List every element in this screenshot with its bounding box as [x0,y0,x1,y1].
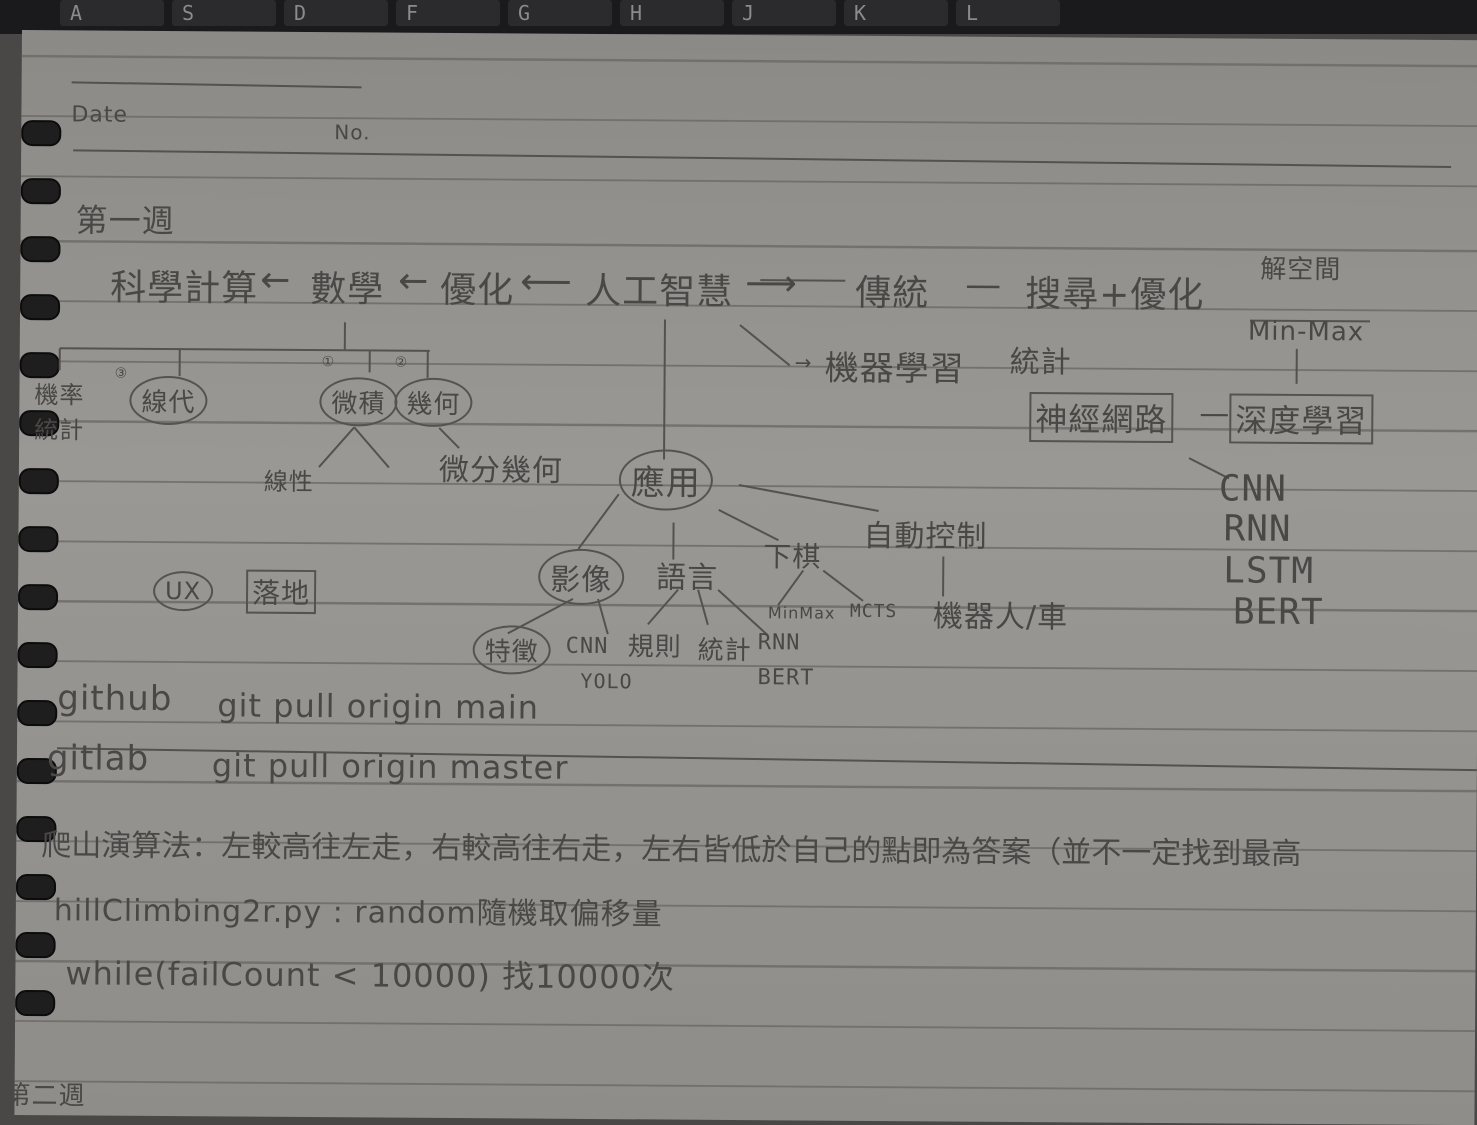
dash-icon: — [1199,396,1230,431]
node-calculus: 微積 [319,377,397,427]
git-github: github [57,678,172,719]
dash-icon: — [965,265,1002,306]
node-diff-geometry: 微分幾何 [439,445,563,490]
key: A [60,0,164,26]
arrow-left-icon: ← [398,261,429,302]
dl-model: BERT [1233,591,1324,633]
arrow-left-icon: ⟵ [520,261,573,302]
node-yolo: YOLO [580,669,632,693]
git-github-command: git pull origin main [217,686,539,726]
key: L [956,0,1060,26]
node-linear: 線性 [264,462,314,497]
arrow-left-icon: ← [260,260,291,301]
node-image: 影像 [538,549,624,606]
node-machine-learning: 機器學習 [825,341,965,391]
node-applications: 應用 [619,449,713,511]
node-ux: UX [153,571,213,611]
key: J [732,0,836,26]
hill-climbing-loop: while(failCount < 10000) 找10000次 [65,948,675,998]
node-auto-control: 自動控制 [863,511,987,556]
node-optimize: 優化 [440,261,514,314]
node-chess: 下棋 [763,535,821,575]
node-features: 特徵 [473,625,551,675]
node-sci-computing: 科學計算 [110,259,258,312]
node-neural-network: 神經網路 [1029,392,1173,443]
node-mcts: MCTS [850,601,898,622]
next-week-title: 第二週 [4,1075,85,1113]
node-rnn: RNN [758,630,801,655]
key: H [620,0,724,26]
node-linear-algebra: 線代 [129,376,207,426]
node-ai: 人工智慧 [585,262,733,315]
hill-climbing-note: 爬山演算法：左較高往左走，右較高往右走，左右皆低於自己的點即為答案（並不一定找到… [41,820,1301,873]
dl-model: LSTM [1223,550,1314,592]
node-robot-car: 機器人/車 [933,591,1068,636]
page-title: 第一週 [76,195,175,242]
git-gitlab: gitlab [47,738,150,779]
git-gitlab-command: git pull origin master [212,746,569,786]
number-badge: ② [395,355,409,371]
node-minmax-chess: MinMax [768,603,836,622]
node-statistics: 統計 [1010,337,1072,381]
key: F [396,0,500,26]
date-label: Date [71,102,128,127]
dl-model: RNN [1223,508,1291,549]
node-bert: BERT [757,665,814,690]
node-traditional: 傳統 [855,264,929,317]
node-search-opt: 搜尋+優化 [1025,265,1205,318]
notebook-page: Date No. 第一週 科學計算 ← 數學 ← 優化 ⟵ 人工智慧 ⟶ 傳統 … [14,30,1477,1125]
node-minmax: Min-Max [1248,317,1364,348]
key: G [508,0,612,26]
node-stats-lang: 統計 [698,630,752,667]
node-rules: 規則 [628,626,682,663]
node-prob-stats: 機率統計 [34,375,94,445]
arrow-right-icon: ⟶ [745,263,798,304]
keyboard-strip: A S D F G H J K L [0,0,1477,34]
node-language: 語言 [656,552,718,596]
node-cnn: CNN [566,634,609,659]
hill-climbing-file: hillClimbing2r.py : random隨機取偏移量 [54,885,663,933]
number-badge: ① [322,354,336,370]
node-deep-learning: 深度學習 [1229,393,1373,444]
key: K [844,0,948,26]
dl-model: CNN [1219,468,1287,509]
node-geometry: 幾何 [394,378,472,428]
key: D [284,0,388,26]
arrow-right-icon: → [795,350,813,374]
key: S [172,0,276,26]
node-solution-space: 解空間 [1260,249,1341,287]
node-math: 數學 [310,260,384,313]
number-label: No. [334,120,370,144]
node-landing: 落地 [246,570,316,614]
number-badge: ③ [115,366,129,382]
